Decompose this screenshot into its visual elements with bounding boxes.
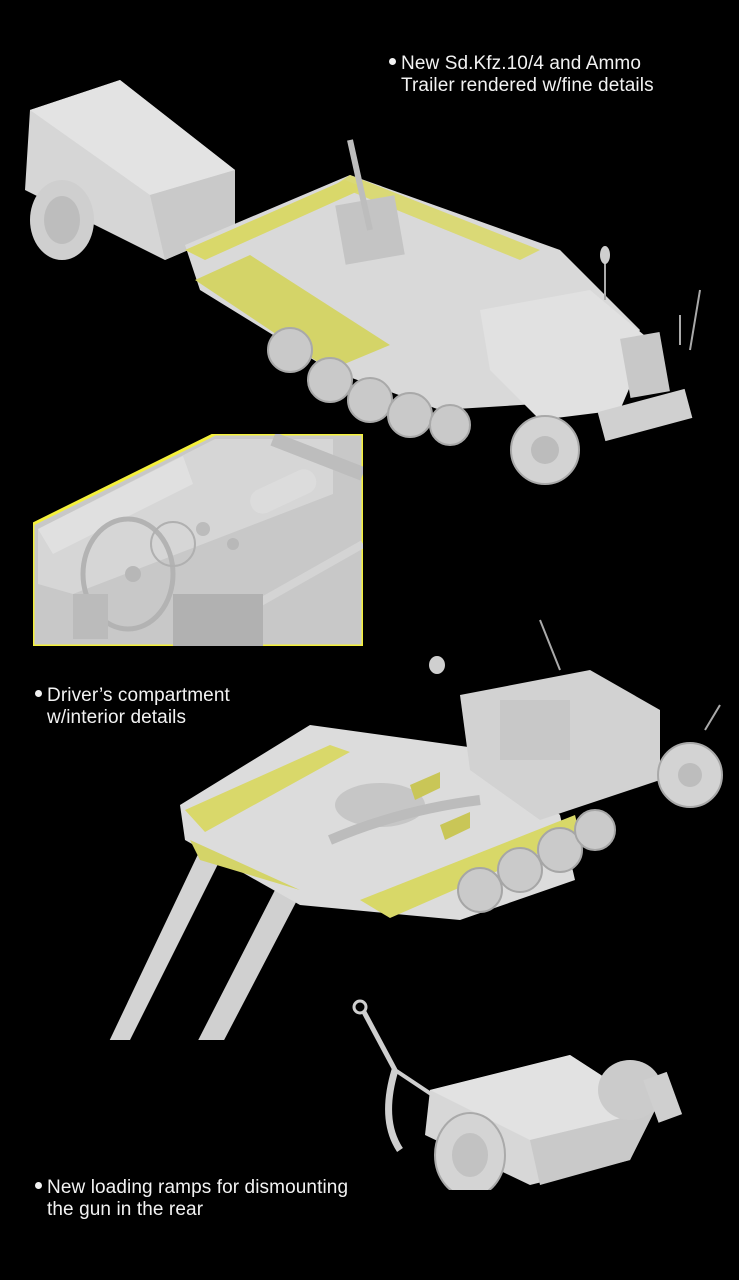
ammo-trailer-render — [330, 960, 710, 1190]
halftrack-rear-with-ramps-render — [0, 600, 739, 1040]
callout-text-line1: New loading ramps for dismounting — [47, 1177, 349, 1198]
bullet-icon — [35, 1182, 42, 1190]
callout-text-line2: w/interior details — [47, 707, 187, 728]
callout-driver-compartment: Driver’s compartment w/interior details — [35, 685, 230, 729]
callout-vehicle-and-trailer: New Sd.Kfz.10/4 and Ammo Trailer rendere… — [389, 53, 654, 97]
bullet-icon — [35, 690, 42, 698]
driver-compartment-inset — [33, 434, 363, 646]
halftrack-hull — [185, 139, 701, 485]
callout-text-line1: New Sd.Kfz.10/4 and Ammo — [401, 53, 642, 74]
callout-text-line2: the gun in the rear — [47, 1199, 204, 1220]
loading-ramp-left — [109, 840, 230, 1040]
bullet-icon — [389, 58, 396, 66]
loading-ramp-right — [198, 885, 305, 1040]
steering-wheel — [80, 516, 176, 632]
callout-text-line1: Driver’s compartment — [47, 685, 230, 706]
callout-loading-ramps: New loading ramps for dismounting the gu… — [35, 1177, 348, 1221]
halftrack-with-trailer-render — [0, 80, 739, 520]
callout-text-line2: Trailer rendered w/fine details — [401, 75, 654, 96]
